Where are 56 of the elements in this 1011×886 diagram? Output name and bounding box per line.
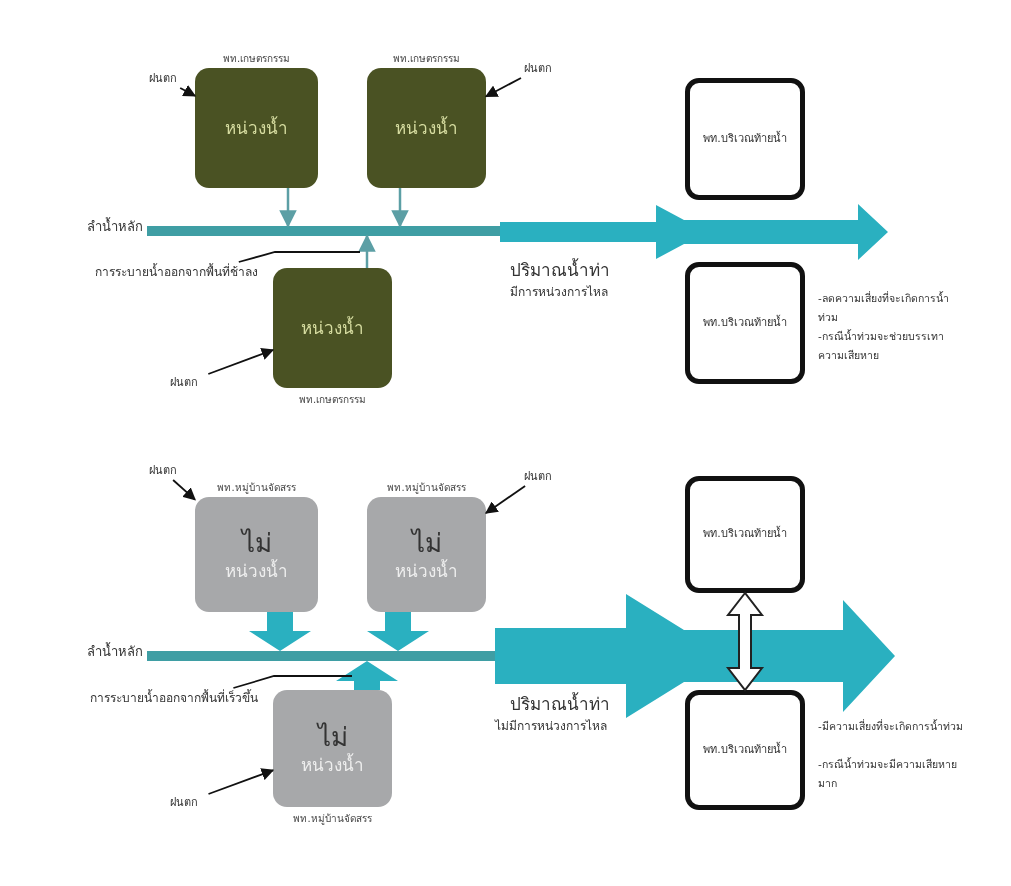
downstream-box <box>685 476 805 593</box>
block-arrow <box>336 661 398 690</box>
arrow <box>172 479 196 501</box>
box-label: หน่วงน้ำ <box>225 116 288 140</box>
negation-label: ไม่ <box>317 720 348 753</box>
area-caption: พท.หมู่บ้านจัดสรร <box>292 812 373 826</box>
drainage-label: การระบายน้ำออกจากพื้นที่ช้าลง <box>60 262 258 306</box>
box-label: พท.บริเวณท้ายน้ำ <box>703 741 787 758</box>
flow-note: มีการหน่วงการไหล <box>510 284 608 301</box>
note-text: -มีความเสี่ยงที่จะเกิดการน้ำท่วม <box>818 718 964 734</box>
note-text: -กรณีน้ำท่วมจะมีความเสียหายมาก <box>818 756 958 791</box>
area-caption: พท.หมู่บ้านจัดสรร <box>216 481 297 495</box>
area-caption: พท.เกษตรกรรม <box>297 393 368 407</box>
stream-label: ลำน้ำหลัก <box>87 216 143 236</box>
rain-label: ฝนตก <box>158 374 210 392</box>
arrow <box>391 188 409 228</box>
block-arrow <box>725 591 765 692</box>
box-label: หน่วงน้ำ <box>225 560 288 583</box>
area-caption: พท.เกษตรกรรม <box>221 52 292 66</box>
block-arrow <box>249 612 311 651</box>
negation-label: ไม่ <box>411 526 442 559</box>
box-label: พท.บริเวณท้ายน้ำ <box>703 314 787 331</box>
note-text: -ลดความเสี่ยงที่จะเกิดการน้ำท่วม <box>818 290 950 325</box>
flow-arrow <box>500 204 888 260</box>
note-text: -กรณีน้ำท่วมจะช่วยบรรเทาความเสียหาย <box>818 328 945 363</box>
leader-line <box>232 675 353 689</box>
arrow <box>207 768 275 795</box>
box-label: หน่วงน้ำ <box>395 560 458 583</box>
box-label: พท.บริเวณท้ายน้ำ <box>703 130 787 147</box>
box-label: พท.บริเวณท้ายน้ำ <box>703 526 787 543</box>
rain-label: ฝนตก <box>512 60 564 78</box>
arrow <box>484 77 522 98</box>
stream-label: ลำน้ำหลัก <box>87 641 143 661</box>
rain-label: ฝนตก <box>140 462 186 480</box>
arrow <box>207 348 275 375</box>
leader-line <box>237 251 361 263</box>
downstream-box <box>685 78 805 200</box>
area-caption: พท.เกษตรกรรม <box>391 52 462 66</box>
box-label: หน่วงน้ำ <box>301 754 364 777</box>
arrow <box>179 84 197 97</box>
negation-label: ไม่ <box>241 526 272 559</box>
arrow <box>484 485 526 514</box>
flow-note: ไม่มีการหน่วงการไหล <box>495 718 607 735</box>
box-label: หน่วงน้ำ <box>301 316 364 340</box>
block-arrow <box>367 612 429 651</box>
arrow <box>358 234 376 268</box>
flow-label: ปริมาณน้ำท่า <box>510 691 610 716</box>
area-caption: พท.หมู่บ้านจัดสรร <box>386 481 467 495</box>
drainage-label: การระบายน้ำออกจากพื้นที่เร็วขึ้น <box>60 688 258 732</box>
flow-arrow <box>495 594 895 718</box>
rain-label: ฝนตก <box>158 794 210 812</box>
rain-label: ฝนตก <box>140 70 186 88</box>
box-label: หน่วงน้ำ <box>395 116 458 140</box>
flow-label: ปริมาณน้ำท่า <box>510 257 610 282</box>
arrow <box>279 188 297 228</box>
rain-label: ฝนตก <box>512 468 564 486</box>
